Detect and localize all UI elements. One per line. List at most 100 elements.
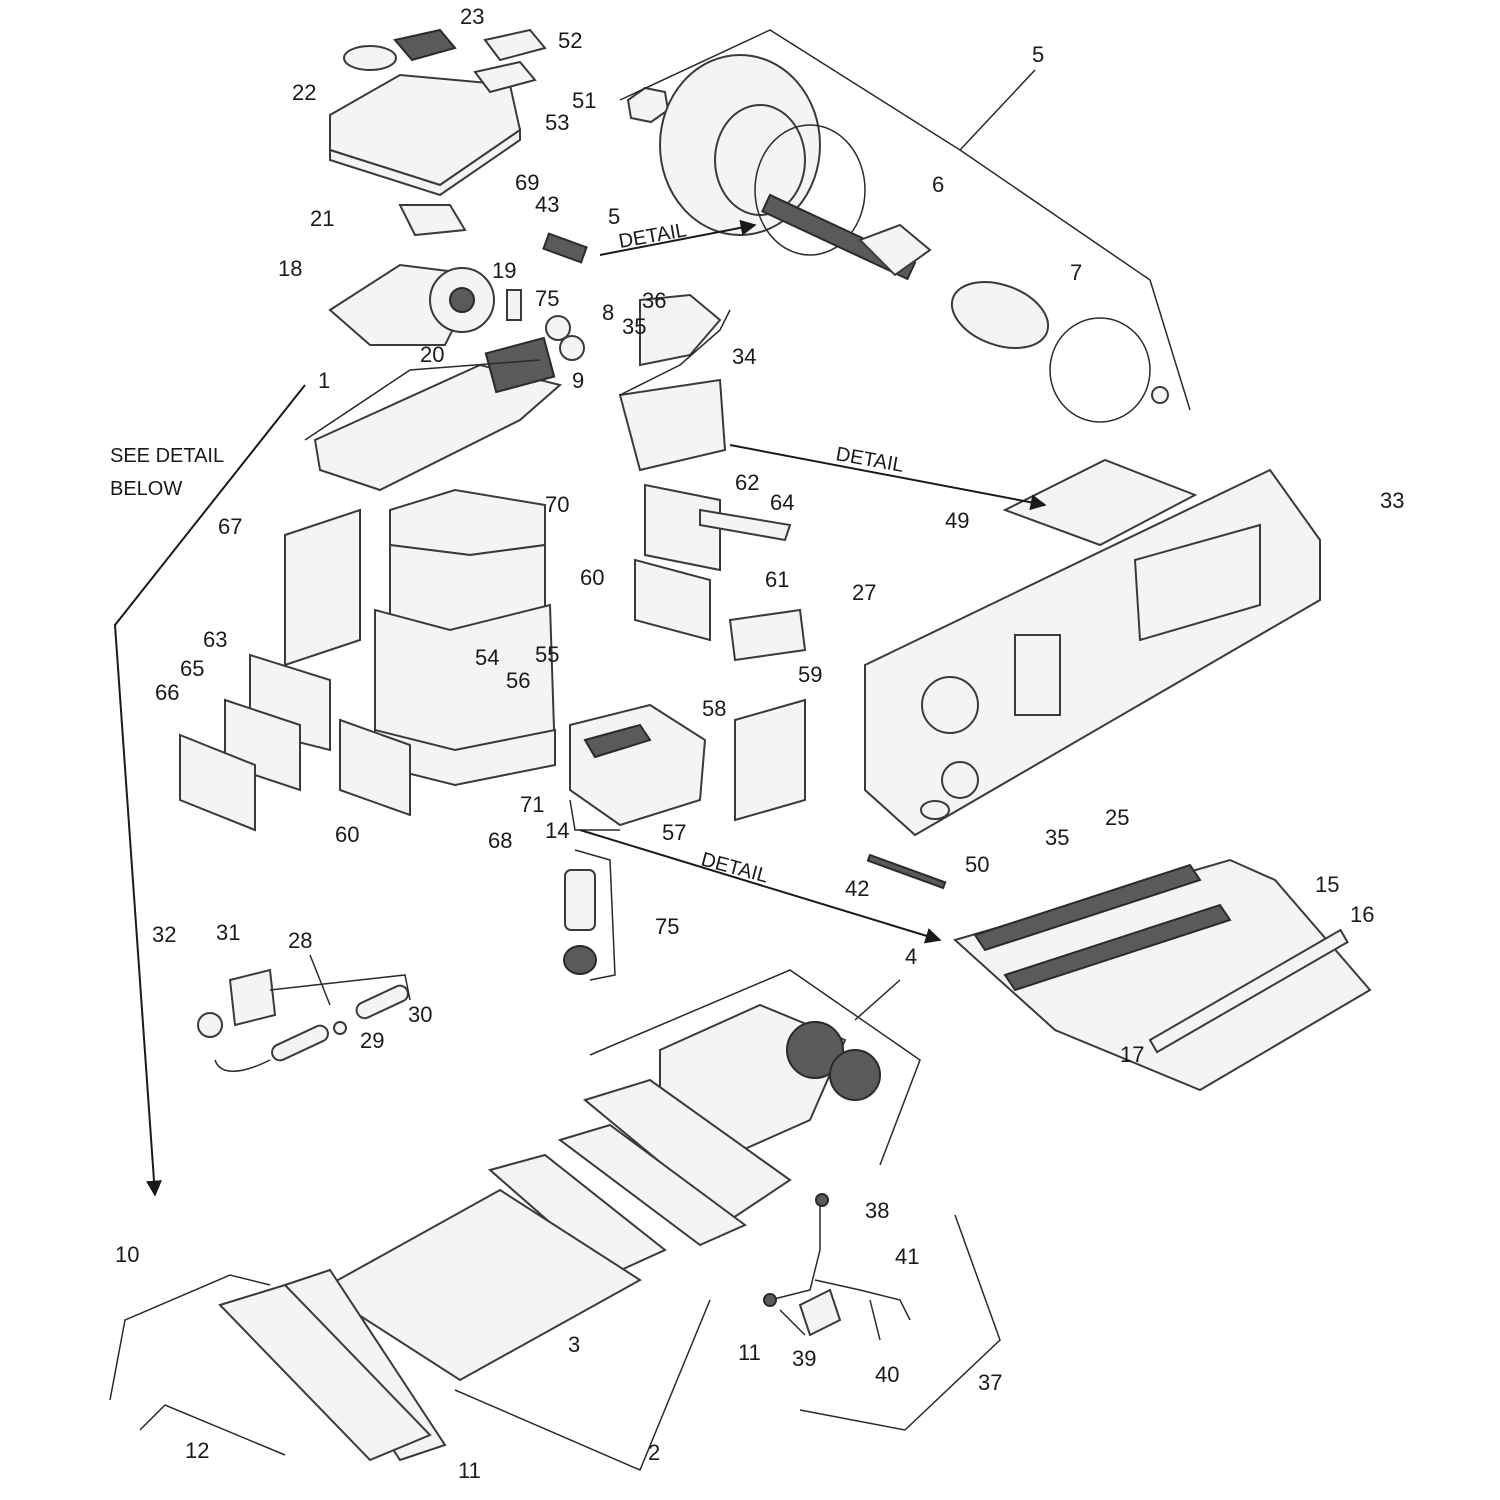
detail-arrow-control (729, 444, 1047, 511)
bracket-31 (228, 968, 277, 1027)
sensor-wire (214, 1059, 271, 1072)
callout-35b: 35 (1045, 825, 1069, 850)
louvered-panel (284, 508, 361, 667)
grill (393, 28, 457, 62)
callout-60a: 60 (335, 822, 359, 847)
access-panel (483, 28, 547, 62)
manifold-assembly (313, 315, 585, 492)
leaders (109, 29, 1191, 1471)
callout-43: 43 (535, 192, 559, 217)
top-cover-front (329, 128, 521, 197)
blower-housing-top (398, 204, 467, 237)
callout-63: 63 (203, 627, 227, 652)
callout-29: 29 (360, 1028, 384, 1053)
callout-64: 64 (770, 490, 794, 515)
callout-14: 14 (545, 818, 569, 843)
side-panels (179, 508, 411, 832)
tube-30 (355, 984, 409, 1020)
panel-66 (179, 733, 256, 832)
pressure-switch-27 (921, 676, 979, 734)
ring-29 (333, 1021, 347, 1035)
relief-valve-body (564, 869, 596, 931)
panel-61 (644, 483, 721, 572)
callout-71: 71 (520, 792, 544, 817)
callout-4: 4 (905, 944, 917, 969)
gasket-ring-2 (559, 335, 585, 361)
burner-tray-box (569, 703, 707, 827)
callout-25: 25 (1105, 805, 1129, 830)
callout-62: 62 (735, 470, 759, 495)
clip (1151, 386, 1169, 404)
cabinet-top (389, 488, 546, 557)
retaining-ring (1049, 317, 1151, 423)
callout-38: 38 (865, 1198, 889, 1223)
callout-34: 34 (732, 344, 756, 369)
callout-6: 6 (932, 172, 944, 197)
callout-15: 15 (1315, 872, 1339, 897)
callout-7: 7 (1070, 260, 1082, 285)
fitting-50 (920, 800, 950, 820)
callout-68: 68 (488, 828, 512, 853)
callout-66: 66 (155, 680, 179, 705)
note-detail-3: DETAIL (699, 849, 771, 888)
knob-32 (197, 1012, 223, 1038)
header-port-1 (786, 1021, 844, 1079)
callout-56: 56 (506, 668, 530, 693)
callout-18: 18 (278, 256, 302, 281)
relief-valve (563, 869, 597, 975)
callout-58: 58 (702, 696, 726, 721)
note-detail-1: DETAIL (617, 219, 688, 253)
panel-58 (734, 698, 806, 822)
callout-75a: 75 (535, 286, 559, 311)
callout-20: 20 (420, 342, 444, 367)
callout-5b: 5 (608, 204, 620, 229)
callout-51: 51 (572, 88, 596, 113)
callout-16: 16 (1350, 902, 1374, 927)
header-port-2 (829, 1049, 881, 1101)
bracket-64 (699, 508, 792, 542)
callout-55: 55 (535, 642, 559, 667)
callout-11b: 11 (458, 1458, 481, 1483)
blower-group (328, 204, 522, 346)
relief-valve-nut (563, 945, 597, 975)
callout-57: 57 (662, 820, 686, 845)
callout-61: 61 (765, 567, 789, 592)
callout-50: 50 (965, 852, 989, 877)
callout-37: 37 (978, 1370, 1002, 1395)
callout-27: 27 (852, 580, 876, 605)
callout-3: 3 (568, 1332, 580, 1357)
callout-54: 54 (475, 645, 499, 670)
callout-59: 59 (798, 662, 822, 687)
callout-39: 39 (792, 1346, 816, 1371)
callout-60b: 60 (580, 565, 604, 590)
blower-hub (449, 287, 475, 313)
callout-53: 53 (545, 110, 569, 135)
rear-header (218, 1283, 432, 1462)
flange (858, 223, 932, 277)
callout-11a: 11 (738, 1340, 761, 1365)
cabinet-group (374, 488, 557, 787)
callout-21: 21 (310, 206, 334, 231)
burner-detail (866, 853, 1372, 1092)
callout-9: 9 (572, 368, 584, 393)
transformer-33 (1133, 523, 1261, 642)
rod-42 (866, 853, 947, 890)
sensor-kit (197, 968, 409, 1072)
callout-52: 52 (558, 28, 582, 53)
detail-arrow-burner (579, 829, 942, 944)
callout-22: 22 (292, 80, 316, 105)
control-box-lid (1002, 458, 1198, 547)
spring-coil (950, 281, 1050, 349)
connector-39 (763, 1293, 777, 1307)
callout-32: 32 (152, 922, 176, 947)
probe-28 (271, 1024, 329, 1062)
panel-60-right (634, 558, 711, 642)
pulley-inner (714, 104, 806, 216)
burner-tube-row-2 (1003, 903, 1232, 992)
callout-8: 8 (602, 300, 614, 325)
burner-tube-row (973, 863, 1202, 952)
control-board-34 (618, 378, 727, 472)
callout-2: 2 (648, 1440, 660, 1465)
callout-65: 65 (180, 656, 204, 681)
callout-30: 30 (408, 1002, 432, 1027)
